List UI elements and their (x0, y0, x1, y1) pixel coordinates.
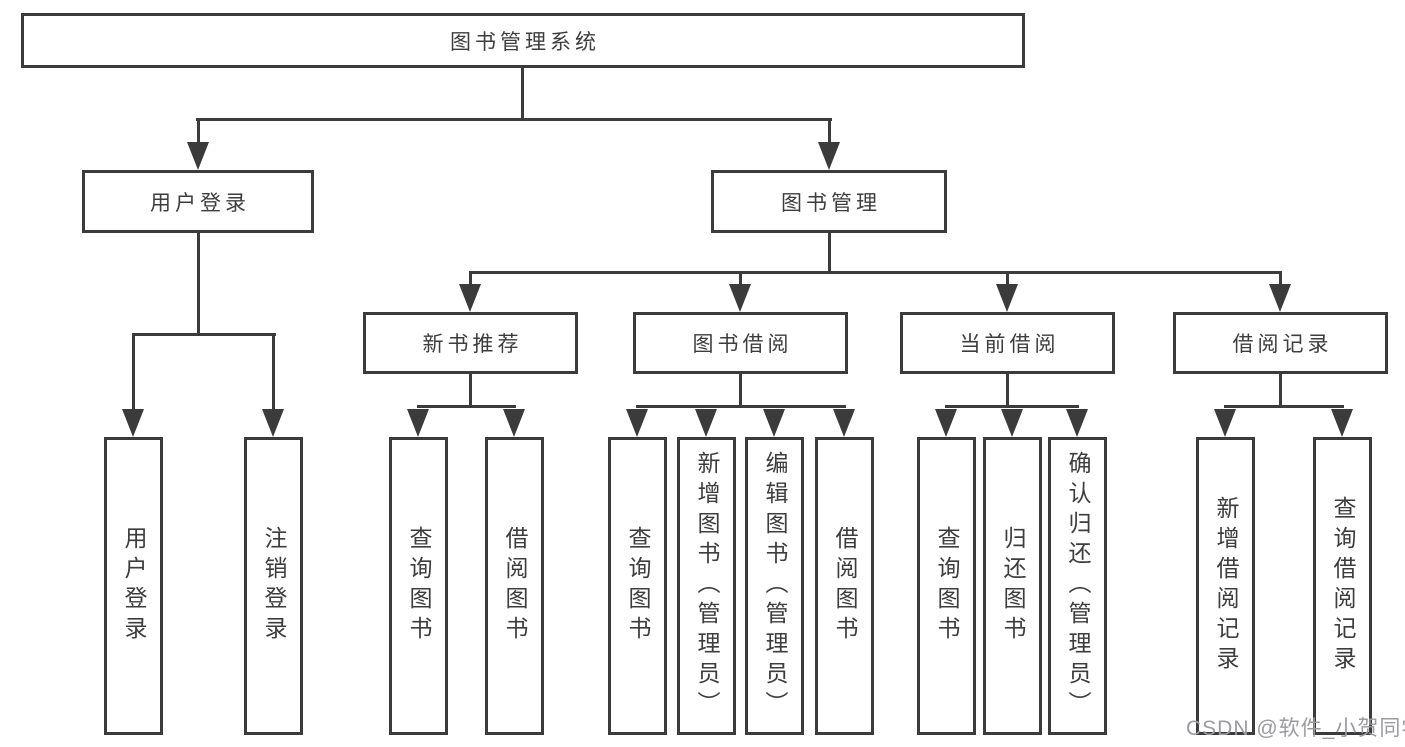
connector-shaft (828, 118, 831, 150)
node-book-borrowing: 图书借阅 (633, 312, 848, 374)
connector-shaft (739, 271, 742, 289)
arrow-down-icon (187, 142, 209, 170)
connector-shaft (1279, 271, 1282, 289)
leaf-edit-books-admin: 编辑图书（管理员） (745, 437, 804, 735)
arrow-down-icon (262, 409, 284, 437)
connector-bookmgmt-stem (828, 233, 831, 273)
arrow-down-icon (626, 409, 648, 437)
node-current-borrowing: 当前借阅 (900, 312, 1115, 374)
arrow-down-icon (407, 409, 429, 437)
node-new-book-recommendation: 新书推荐 (363, 312, 578, 374)
connector-stem (1279, 374, 1282, 407)
connector-stem (469, 374, 472, 407)
connector-root-stem (521, 68, 524, 120)
leaf-user-login: 用户登录 (104, 437, 163, 735)
node-root: 图书管理系统 (21, 13, 1025, 68)
leaf-query-books-current: 查询图书 (917, 437, 976, 735)
connector-bar (636, 405, 846, 408)
connector-root-bar (196, 118, 832, 121)
connector-bar (945, 405, 1079, 408)
connector-bookmgmt-bar (469, 271, 1282, 274)
connector-shaft (469, 271, 472, 289)
connector-shaft (1006, 271, 1009, 289)
arrow-down-icon (818, 142, 840, 170)
leaf-query-books-recommend: 查询图书 (389, 437, 448, 735)
node-book-management: 图书管理 (711, 170, 947, 233)
arrow-down-icon (1269, 284, 1291, 312)
connector-userlogin-stem (197, 233, 200, 335)
node-user-login: 用户登录 (82, 170, 314, 233)
arrow-down-icon (1214, 409, 1236, 437)
connector-userlogin-bar (132, 333, 276, 336)
arrow-down-icon (503, 409, 525, 437)
leaf-logout: 注销登录 (244, 437, 303, 735)
node-borrowing-records: 借阅记录 (1173, 312, 1388, 374)
leaf-query-borrow-record: 查询借阅记录 (1313, 437, 1372, 735)
arrow-down-icon (763, 409, 785, 437)
arrow-down-icon (1066, 409, 1088, 437)
arrow-down-icon (695, 409, 717, 437)
arrow-down-icon (729, 284, 751, 312)
connector-stem (1006, 374, 1009, 407)
connector-shaft (272, 333, 275, 413)
leaf-add-books-admin: 新增图书（管理员） (677, 437, 736, 735)
arrow-down-icon (833, 409, 855, 437)
arrow-down-icon (935, 409, 957, 437)
connector-shaft (132, 333, 135, 413)
connector-stem (739, 374, 742, 407)
connector-bar (1224, 405, 1344, 408)
arrow-down-icon (122, 409, 144, 437)
arrow-down-icon (1001, 409, 1023, 437)
connector-shaft (197, 118, 200, 150)
arrow-down-icon (459, 284, 481, 312)
leaf-confirm-return-admin: 确认归还（管理员） (1048, 437, 1107, 735)
leaf-query-books-borrowing: 查询图书 (608, 437, 667, 735)
connector-bar (417, 405, 516, 408)
csdn-watermark: CSDN @软件_小贺同学 (1186, 717, 1405, 740)
leaf-add-borrow-record: 新增借阅记录 (1196, 437, 1255, 735)
leaf-return-books: 归还图书 (983, 437, 1042, 735)
arrow-down-icon (996, 284, 1018, 312)
arrow-down-icon (1331, 409, 1353, 437)
leaf-borrow-books-recommend: 借阅图书 (485, 437, 544, 735)
leaf-borrow-books: 借阅图书 (815, 437, 874, 735)
